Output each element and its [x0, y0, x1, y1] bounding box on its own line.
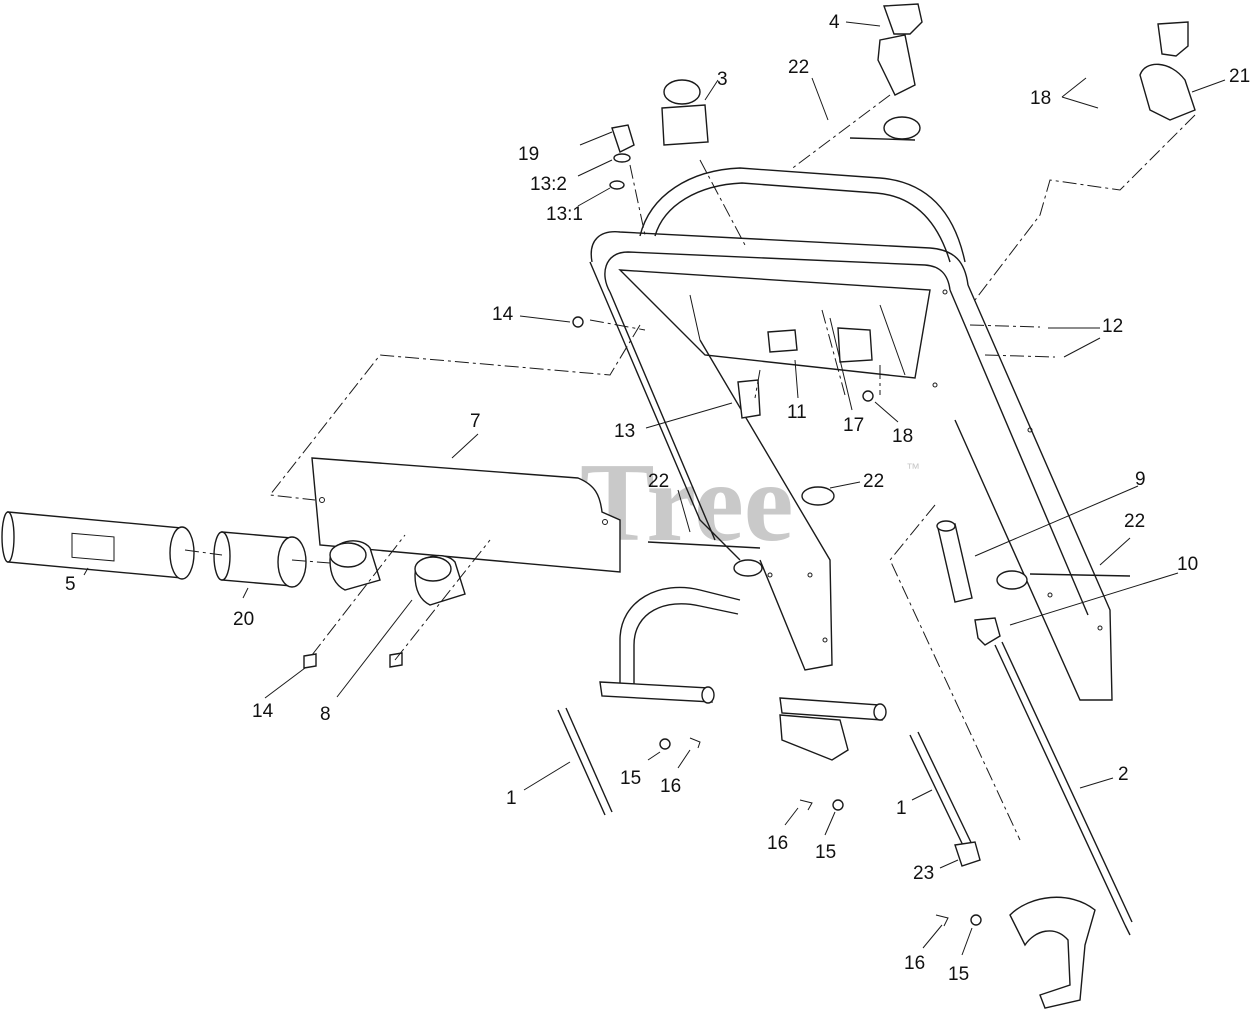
- part-8-clamps: [329, 540, 466, 606]
- callout-label: 1: [506, 788, 517, 809]
- part-4-knob-lever: [877, 3, 923, 140]
- part-23-wing-nut: [954, 841, 981, 867]
- part-19-key: [611, 124, 635, 153]
- callout-label: 23: [913, 863, 934, 884]
- callout-label: 13:1: [546, 204, 583, 225]
- callout-label: 7: [470, 411, 481, 432]
- part-3-switch: [661, 79, 709, 146]
- callout-label: 15: [815, 842, 836, 863]
- watermark-trademark: ™: [906, 460, 920, 476]
- callout-label: 5: [65, 574, 76, 595]
- callout-label: 13: [614, 421, 635, 442]
- callout-label: 15: [948, 964, 969, 985]
- bottom-bracket: [1009, 896, 1096, 1009]
- part-1-rods: [557, 707, 979, 861]
- panel-hardware: [737, 327, 874, 419]
- part-9-shaft: [936, 520, 973, 603]
- callout-label: 2: [1118, 764, 1129, 785]
- callout-label: 11: [787, 402, 807, 423]
- callout-label: 13:2: [530, 174, 567, 195]
- callout-label: 1: [896, 798, 907, 819]
- callout-label: 16: [660, 776, 681, 797]
- callout-label: 14: [252, 701, 274, 722]
- callout-label: 22: [648, 471, 669, 492]
- callout-label: 10: [1177, 554, 1198, 575]
- callout-label: 18: [892, 426, 913, 447]
- callout-label: 22: [863, 471, 884, 492]
- callout-label: 17: [843, 415, 864, 436]
- handle-frame: [589, 167, 1113, 701]
- callout-label: 19: [518, 144, 539, 165]
- callout-label: 12: [1102, 316, 1123, 337]
- callout-label: 16: [904, 953, 925, 974]
- part-2-rod: [994, 641, 1133, 936]
- part-13-washers: [609, 153, 631, 190]
- callout-label: 20: [233, 609, 254, 630]
- callout-label: 4: [829, 12, 840, 33]
- part-22-pins: [647, 137, 1131, 590]
- part-5-chute-tube: [1, 511, 195, 580]
- part-21-lever: [1139, 21, 1196, 121]
- small-hardware: [659, 737, 982, 927]
- leader-lines: [83, 21, 1226, 956]
- callout-label: 22: [1124, 511, 1145, 532]
- callout-label: 8: [320, 704, 331, 725]
- part-14-bolts: [303, 316, 584, 669]
- callout-label: 14: [492, 304, 514, 325]
- lower-bail: [599, 586, 887, 761]
- callout-label: 22: [788, 57, 809, 78]
- part-10-knob: [974, 617, 1001, 646]
- callout-label: 15: [620, 768, 641, 789]
- callout-label: 9: [1135, 469, 1146, 490]
- callout-label: 16: [767, 833, 788, 854]
- callout-label: 3: [717, 69, 728, 90]
- part-20-sleeve: [213, 531, 307, 588]
- callout-label: 21: [1229, 66, 1250, 87]
- alignment-lines: [184, 94, 1196, 841]
- part-7-deflector-plate: [311, 457, 621, 573]
- callout-label: 18: [1030, 88, 1051, 109]
- callout-labels: 1 1 2 3 4 5 7 8 9 10 11 12 13 13:1 13:2 …: [65, 12, 1250, 985]
